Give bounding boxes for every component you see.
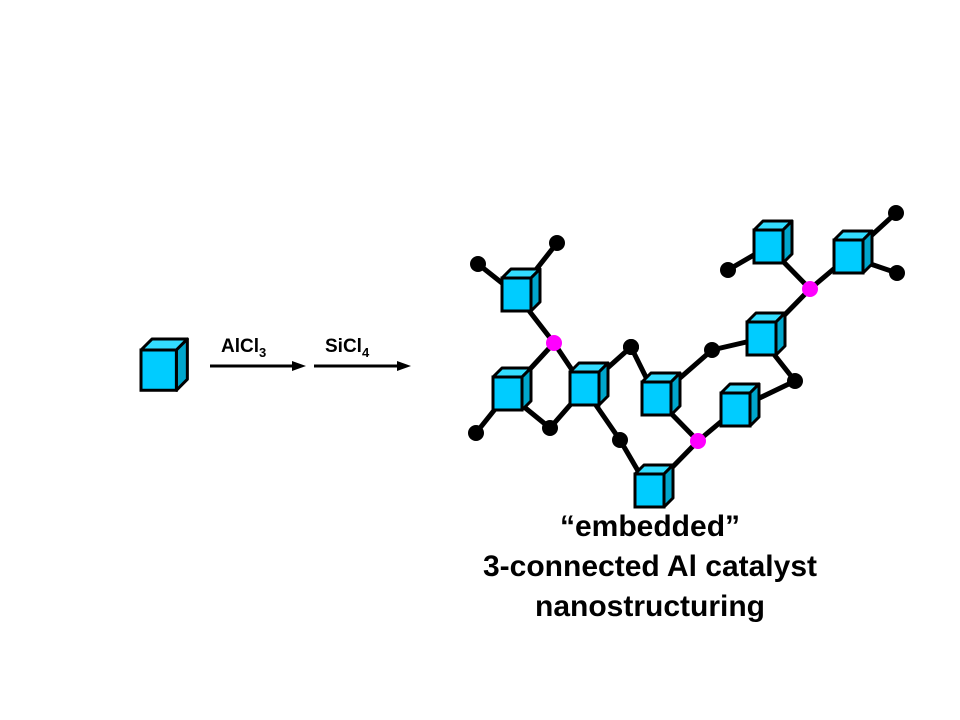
reactant-cube-shape-front bbox=[139, 348, 178, 392]
cube-c1-front bbox=[500, 276, 533, 313]
o-node-o6 bbox=[612, 432, 628, 448]
cube-c6-front bbox=[719, 391, 752, 428]
al-node-al1 bbox=[546, 335, 562, 351]
reagent-alcl3-subscript: 3 bbox=[259, 345, 267, 360]
caption-line-1: “embedded” bbox=[559, 510, 741, 543]
reactant-cube bbox=[139, 337, 189, 392]
caption-line-2: 3-connected Al catalyst bbox=[483, 550, 817, 583]
cube-c8-front bbox=[752, 228, 785, 265]
reactant-cube-shape bbox=[139, 337, 189, 392]
reagent-alcl3-text: AlCl bbox=[221, 336, 259, 357]
reagent-sicl4-subscript: 4 bbox=[361, 345, 370, 360]
cube-c1 bbox=[500, 267, 542, 313]
cubes-layer bbox=[491, 219, 874, 509]
cube-c7-front bbox=[745, 320, 778, 357]
cube-c9 bbox=[832, 229, 874, 275]
cube-c5-front bbox=[633, 472, 666, 509]
cube-c9-front bbox=[832, 238, 865, 275]
o-node-o10 bbox=[888, 205, 904, 221]
o-node-o9 bbox=[720, 262, 736, 278]
caption-line-3: nanostructuring bbox=[535, 590, 765, 623]
reagent-sicl4: SiCl4 bbox=[325, 336, 369, 360]
cube-c7 bbox=[745, 311, 787, 357]
o-node-o11 bbox=[889, 265, 905, 281]
o-node-o4 bbox=[542, 420, 558, 436]
o-node-o8 bbox=[787, 373, 803, 389]
cube-c6 bbox=[719, 382, 761, 428]
cube-c4-front bbox=[640, 380, 673, 417]
cube-c5 bbox=[633, 463, 675, 509]
cube-c2-front bbox=[491, 375, 524, 412]
nodes-layer bbox=[468, 205, 905, 449]
o-node-o12 bbox=[623, 339, 639, 355]
cube-c8 bbox=[752, 219, 794, 265]
reagent-sicl4-text: SiCl bbox=[325, 336, 362, 357]
arrow-alcl3 bbox=[210, 361, 306, 371]
al-node-al3 bbox=[802, 281, 818, 297]
reactant-cube-shape-side bbox=[174, 337, 189, 392]
al-node-al2 bbox=[690, 433, 706, 449]
cube-c4 bbox=[640, 371, 682, 417]
reagent-alcl3: AlCl3 bbox=[221, 336, 266, 360]
o-node-o2 bbox=[549, 235, 565, 251]
cube-c2 bbox=[491, 366, 533, 412]
arrow-sicl4 bbox=[314, 361, 411, 371]
o-node-o1 bbox=[470, 256, 486, 272]
cube-c3-front bbox=[568, 370, 601, 407]
cube-c3 bbox=[568, 361, 610, 407]
o-node-o7 bbox=[704, 342, 720, 358]
o-node-o3 bbox=[468, 425, 484, 441]
